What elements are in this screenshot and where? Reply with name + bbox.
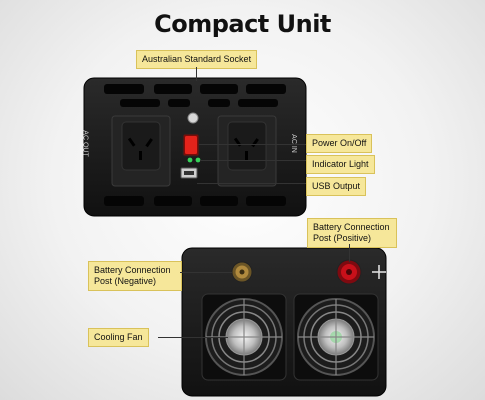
leader-battery-positive	[349, 244, 350, 262]
cooling-fan-right	[293, 293, 379, 381]
leader-socket	[196, 67, 197, 81]
label-battery-negative-line2: Post (Negative)	[94, 276, 157, 286]
indicator-led-green	[187, 157, 193, 163]
sticker-icon	[187, 112, 199, 124]
front-panel	[83, 77, 307, 217]
ac-out-text: AC OUT	[81, 130, 89, 157]
label-battery-negative: Battery Connection Post (Negative)	[88, 261, 182, 291]
leader-cooling-fan	[158, 337, 228, 338]
leader-power	[199, 144, 306, 145]
rear-panel	[181, 247, 387, 397]
label-cooling-fan: Cooling Fan	[88, 328, 149, 347]
leader-usb	[197, 183, 306, 184]
label-power: Power On/Off	[306, 134, 373, 153]
positive-terminal	[336, 259, 362, 285]
label-battery-positive: Battery Connection Post (Positive)	[307, 218, 397, 248]
label-battery-positive-line1: Battery Connection	[313, 222, 390, 232]
negative-terminal	[231, 261, 253, 283]
power-switch	[185, 136, 197, 154]
label-battery-positive-line2: Post (Positive)	[313, 233, 372, 243]
right-socket	[217, 115, 277, 187]
leader-indicator	[200, 160, 306, 161]
left-socket	[111, 115, 171, 187]
label-battery-negative-line1: Battery Connection	[94, 265, 171, 275]
label-indicator: Indicator Light	[306, 155, 375, 174]
cooling-fan-left	[201, 293, 287, 381]
label-usb: USB Output	[306, 177, 367, 196]
leader-battery-negative	[180, 272, 232, 273]
page-title: Compact Unit	[154, 10, 331, 38]
plus-icon	[372, 265, 386, 279]
